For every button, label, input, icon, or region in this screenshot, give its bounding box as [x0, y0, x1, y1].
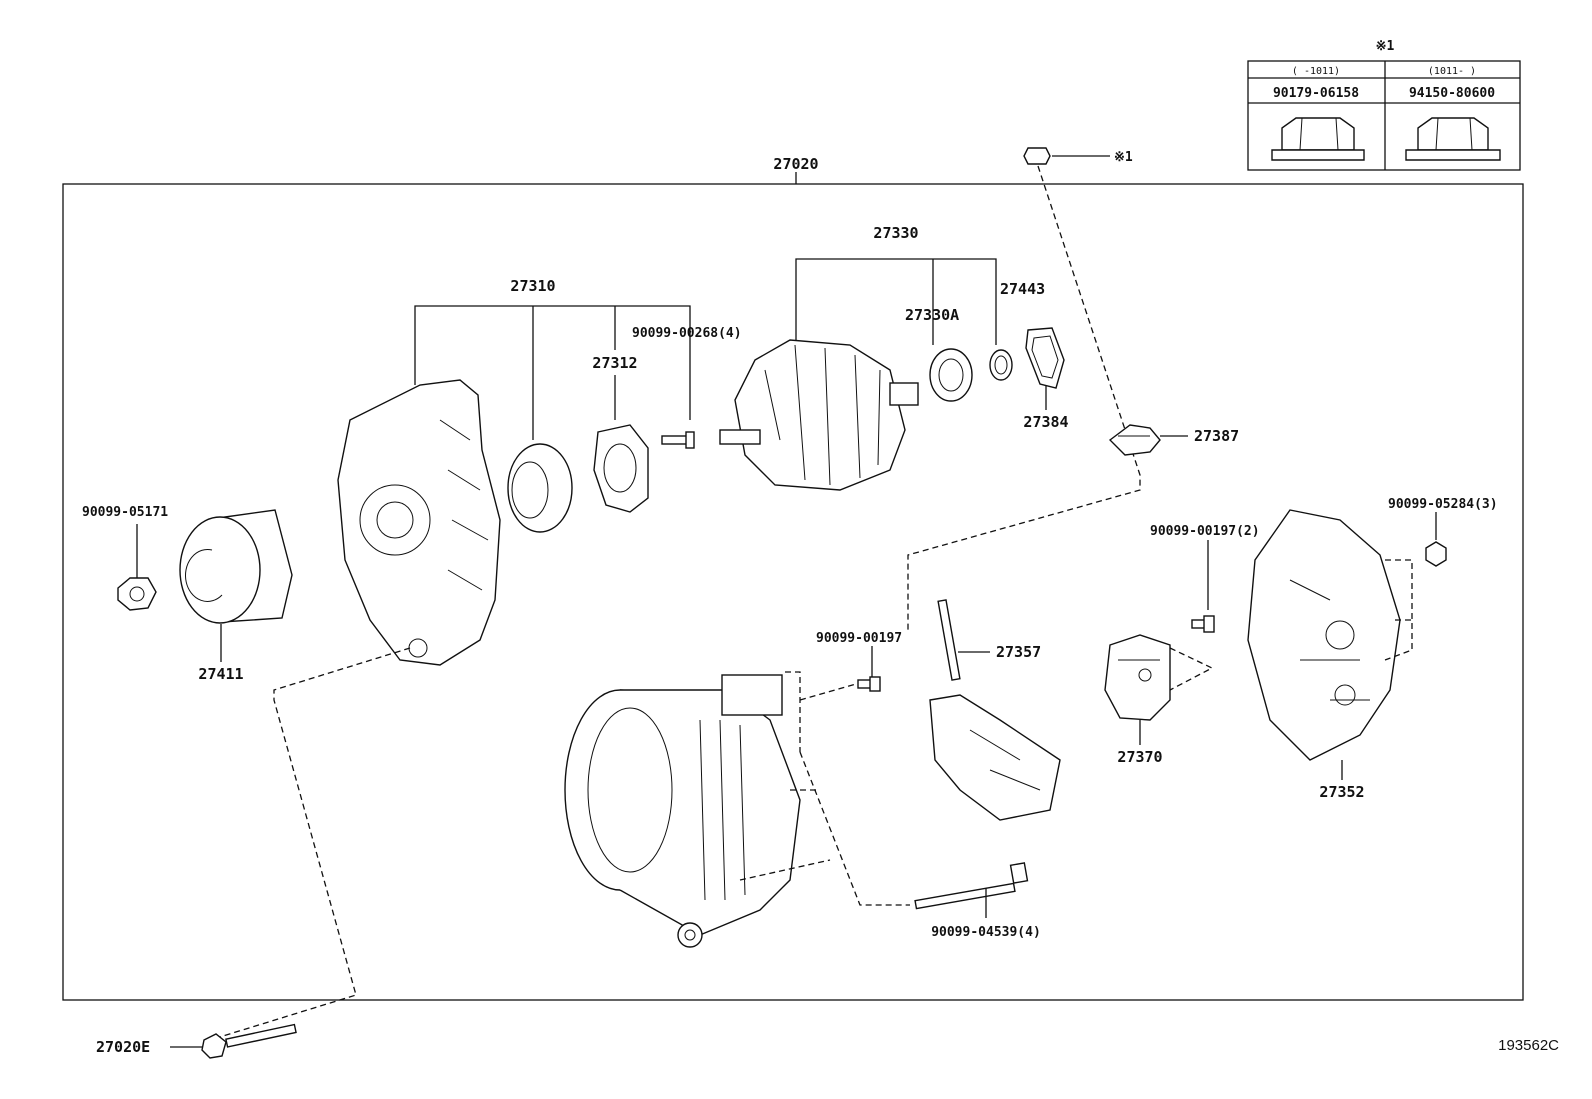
screw-90099-00268[interactable]	[661, 431, 695, 449]
label-90099-00197[interactable]: 90099-00197	[816, 631, 902, 646]
label-27310[interactable]: 27310	[510, 277, 555, 295]
bearing-27310[interactable]	[507, 443, 573, 533]
note-col1-partno[interactable]: 90179-06158	[1273, 86, 1359, 101]
drive-end-frame[interactable]	[337, 379, 501, 666]
rotor-part[interactable]	[719, 339, 919, 491]
ring-27443[interactable]	[989, 349, 1013, 381]
label-27411[interactable]: 27411	[198, 665, 243, 683]
note-col1-range: ( -1011)	[1292, 66, 1340, 77]
stator-frame[interactable]	[564, 674, 801, 948]
label-90099-05284[interactable]: 90099-05284(3)	[1388, 497, 1498, 512]
label-90099-05171[interactable]: 90099-05171	[82, 505, 168, 520]
label-27330A[interactable]: 27330A	[905, 306, 959, 324]
screw-90099-00197[interactable]	[857, 676, 881, 692]
flange-nut-icon	[1271, 117, 1365, 161]
label-27020E[interactable]: 27020E	[96, 1038, 150, 1056]
note-table: ※1 ( -1011) (1011- ) 90179-06158 94150-8…	[1247, 39, 1521, 171]
bolt-90099-04539[interactable]	[914, 862, 1029, 910]
retainer-plate-27312[interactable]	[593, 424, 649, 513]
note-table-mark: ※1	[1376, 39, 1395, 54]
regulator-27370[interactable]	[1104, 634, 1171, 721]
top-nut-icon[interactable]	[1023, 147, 1051, 165]
brush-holder-27357[interactable]	[929, 599, 1061, 821]
label-27370[interactable]: 27370	[1117, 748, 1162, 766]
note-col2-range: (1011- )	[1428, 66, 1476, 77]
label-27387[interactable]: 27387	[1194, 427, 1239, 445]
label-27357[interactable]: 27357	[996, 643, 1041, 661]
label-90099-00197-2[interactable]: 90099-00197(2)	[1150, 524, 1260, 539]
assembly-label[interactable]: 27020	[773, 155, 818, 173]
label-27330[interactable]: 27330	[873, 224, 918, 242]
rear-cover-27352[interactable]	[1247, 509, 1401, 761]
assembly-frame	[62, 183, 1524, 1001]
insulator-27387[interactable]	[1108, 424, 1161, 456]
note-col2-partno[interactable]: 94150-80600	[1409, 86, 1495, 101]
bearing-27330A[interactable]	[929, 348, 973, 402]
nut-90099-05171[interactable]	[117, 577, 157, 611]
nut-90099-05284[interactable]	[1425, 541, 1447, 567]
label-90099-04539[interactable]: 90099-04539(4)	[931, 925, 1041, 940]
label-27312[interactable]: 27312	[592, 354, 637, 372]
label-27384[interactable]: 27384	[1023, 413, 1068, 431]
label-90099-00268[interactable]: 90099-00268(4)	[632, 326, 742, 341]
hex-nut-icon	[1405, 117, 1501, 161]
figure-id: 193562C	[1498, 1037, 1559, 1054]
label-27352[interactable]: 27352	[1319, 783, 1364, 801]
gasket-27384[interactable]	[1025, 327, 1065, 389]
bolt-27020E[interactable]	[201, 1023, 297, 1059]
screw-90099-00197-2[interactable]	[1191, 615, 1215, 633]
label-27443[interactable]: 27443	[1000, 280, 1045, 298]
pulley-27411[interactable]	[179, 509, 293, 624]
note-mark-label: ※1	[1114, 150, 1133, 165]
